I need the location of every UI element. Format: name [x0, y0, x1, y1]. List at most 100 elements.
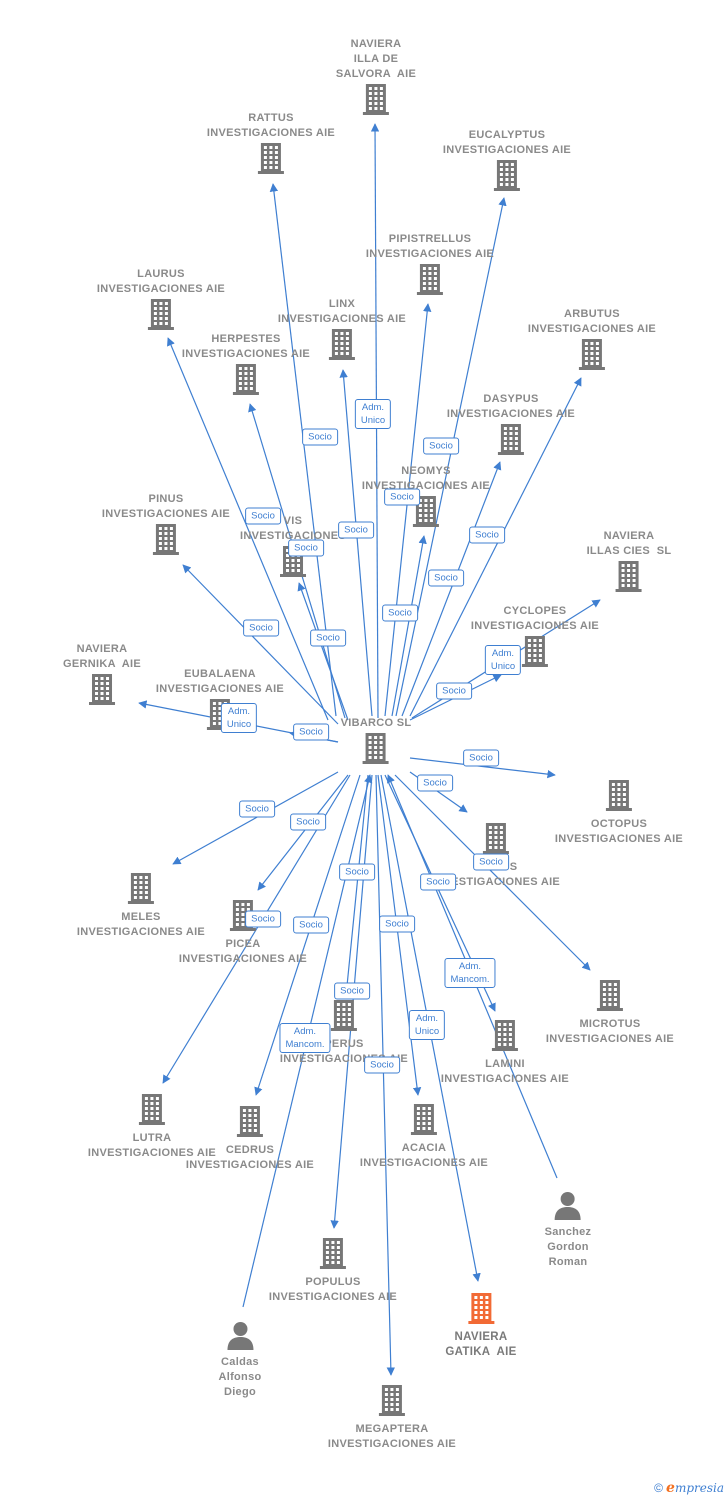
node-label: NAVIERA ILLA DE SALVORA AIE [335, 38, 417, 80]
edge-label[interactable]: Adm. Unico [408, 1010, 446, 1040]
node-label: Caldas Alfonso Diego [218, 1356, 262, 1398]
node-perus[interactable]: PERUS INVESTIGACIONES AIE [280, 998, 408, 1067]
node-gatika[interactable]: NAVIERA GATIKA AIE [445, 1291, 516, 1360]
edge-label[interactable]: Socio [334, 982, 370, 1000]
node-caldas[interactable]: Caldas Alfonso Diego [218, 1320, 261, 1400]
node-acacia[interactable]: ACACIA INVESTIGACIONES AIE [360, 1102, 488, 1171]
node-picea[interactable]: PICEA INVESTIGACIONES AIE [179, 898, 307, 967]
node-linx[interactable]: LINX INVESTIGACIONES AIE [278, 297, 406, 366]
node-illa_salvora[interactable]: NAVIERA ILLA DE SALVORA AIE [336, 37, 416, 121]
node-label: MEGAPTERA INVESTIGACIONES AIE [327, 1423, 457, 1450]
node-megaptera[interactable]: MEGAPTERA INVESTIGACIONES AIE [328, 1383, 456, 1452]
edge-label[interactable]: Adm. Mancom. [444, 958, 496, 988]
node-sanchez[interactable]: Sanchez Gordon Roman [545, 1190, 592, 1270]
building-icon [235, 1104, 265, 1143]
building-icon [327, 327, 357, 366]
node-microtus[interactable]: MICROTUS INVESTIGACIONES AIE [546, 978, 674, 1047]
edge-label[interactable]: Socio [436, 682, 472, 700]
edge-vibarco-picea [257, 774, 349, 891]
node-vis[interactable]: VIS INVESTIGACIONES [240, 514, 346, 583]
building-icon [415, 262, 445, 301]
person-icon [553, 1190, 583, 1225]
node-dasypus[interactable]: DASYPUS INVESTIGACIONES AIE [447, 392, 575, 461]
edge-label[interactable]: Adm. Mancom. [279, 1023, 331, 1053]
edge-label[interactable]: Socio [245, 507, 281, 525]
building-icon [361, 82, 391, 121]
copyright-icon: © [654, 1481, 664, 1495]
node-label: NAVIERA GATIKA AIE [445, 1331, 517, 1358]
node-eucalyptus[interactable]: EUCALYPTUS INVESTIGACIONES AIE [443, 128, 571, 197]
building-icon [481, 821, 511, 860]
node-vibarco[interactable]: VIBARCO SL [341, 716, 412, 770]
node-label: CYCLOPES INVESTIGACIONES AIE [470, 605, 600, 632]
edge-label[interactable]: Socio [428, 569, 464, 587]
edge-label[interactable]: Socio [473, 853, 509, 871]
building-icon [377, 1383, 407, 1422]
edge-vibarco-arbutus [409, 377, 582, 717]
node-label: Sanchez Gordon Roman [544, 1226, 592, 1268]
node-meles[interactable]: MELES INVESTIGACIONES AIE [77, 871, 205, 940]
node-cyclopes[interactable]: CYCLOPES INVESTIGACIONES AIE [471, 604, 599, 673]
edge-label[interactable]: Socio [417, 774, 453, 792]
node-gernika[interactable]: NAVIERA GERNIKA AIE [63, 642, 141, 711]
node-laurus[interactable]: LAURUS INVESTIGACIONES AIE [97, 267, 225, 336]
edge-vibarco-perus [342, 774, 369, 997]
building-icon [256, 141, 286, 180]
node-label: NAVIERA ILLAS CIES SL [586, 530, 672, 557]
person-icon [225, 1320, 255, 1355]
node-lutra[interactable]: LUTRA INVESTIGACIONES AIE [88, 1092, 216, 1161]
edge-label[interactable]: Socio [364, 1056, 400, 1074]
edge-label[interactable]: Adm. Unico [484, 645, 522, 675]
edge-label[interactable]: Socio [243, 619, 279, 637]
node-populus[interactable]: POPULUS INVESTIGACIONES AIE [269, 1236, 397, 1305]
building-icon [614, 559, 644, 598]
node-octopus[interactable]: OCTOPUS INVESTIGACIONES AIE [555, 778, 683, 847]
edge-label[interactable]: Adm. Unico [220, 703, 258, 733]
edge-label[interactable]: Socio [302, 428, 338, 446]
building-icon [409, 1102, 439, 1141]
edge-label[interactable]: Socio [384, 488, 420, 506]
edge-label[interactable]: Socio [310, 629, 346, 647]
node-label: NAVIERA GERNIKA AIE [63, 643, 141, 670]
node-herpestes[interactable]: HERPESTES INVESTIGACIONES AIE [182, 332, 310, 401]
edge-label[interactable]: Socio [463, 749, 499, 767]
edge-label[interactable]: Adm. Unico [354, 399, 392, 429]
node-cedrus[interactable]: CEDRUS INVESTIGACIONES AIE [186, 1104, 314, 1173]
node-rattus[interactable]: RATTUS INVESTIGACIONES AIE [207, 111, 335, 180]
edge-label[interactable]: Socio [245, 910, 281, 928]
edge-vibarco-octopus [409, 757, 556, 779]
edge-label[interactable]: Socio [469, 526, 505, 544]
building-icon [466, 1291, 496, 1330]
edge-label[interactable]: Socio [382, 604, 418, 622]
building-icon [126, 871, 156, 910]
node-pipistrellus[interactable]: PIPISTRELLUS INVESTIGACIONES AIE [366, 232, 494, 301]
node-label: OCTOPUS INVESTIGACIONES AIE [554, 818, 684, 845]
edge-label[interactable]: Socio [339, 863, 375, 881]
node-eubalaena[interactable]: EUBALAENA INVESTIGACIONES AIE [156, 667, 284, 736]
node-arbutus[interactable]: ARBUTUS INVESTIGACIONES AIE [528, 307, 656, 376]
edge-label[interactable]: Socio [293, 723, 329, 741]
brand-logo[interactable]: empresia [666, 1480, 724, 1496]
edge-vibarco-neomys [391, 535, 427, 717]
node-neomys[interactable]: NEOMYS INVESTIGACIONES AIE [362, 464, 490, 533]
edge-label[interactable]: Socio [239, 800, 275, 818]
node-label: EUBALAENA INVESTIGACIONES AIE [155, 668, 285, 695]
edge-label[interactable]: Socio [290, 813, 326, 831]
node-label: DASYPUS INVESTIGACIONES AIE [446, 393, 576, 420]
node-lamini[interactable]: LAMINI INVESTIGACIONES AIE [441, 1018, 569, 1087]
node-label: PICEA INVESTIGACIONES AIE [178, 938, 308, 965]
node-label: MELES INVESTIGACIONES AIE [76, 911, 206, 938]
edge-label[interactable]: Socio [379, 915, 415, 933]
edge-vibarco-megaptera [375, 774, 396, 1376]
node-pinus[interactable]: PINUS INVESTIGACIONES AIE [102, 492, 230, 561]
node-illas_cies[interactable]: NAVIERA ILLAS CIES SL [587, 529, 672, 598]
edge-vibarco-pinus [182, 564, 339, 725]
edge-label[interactable]: Socio [338, 521, 374, 539]
building-icon [231, 362, 261, 401]
building-icon [137, 1092, 167, 1131]
edge-label[interactable]: Socio [423, 437, 459, 455]
edge-label[interactable]: Socio [288, 539, 324, 557]
edge-label[interactable]: Socio [420, 873, 456, 891]
building-icon [318, 1236, 348, 1275]
edge-label[interactable]: Socio [293, 916, 329, 934]
